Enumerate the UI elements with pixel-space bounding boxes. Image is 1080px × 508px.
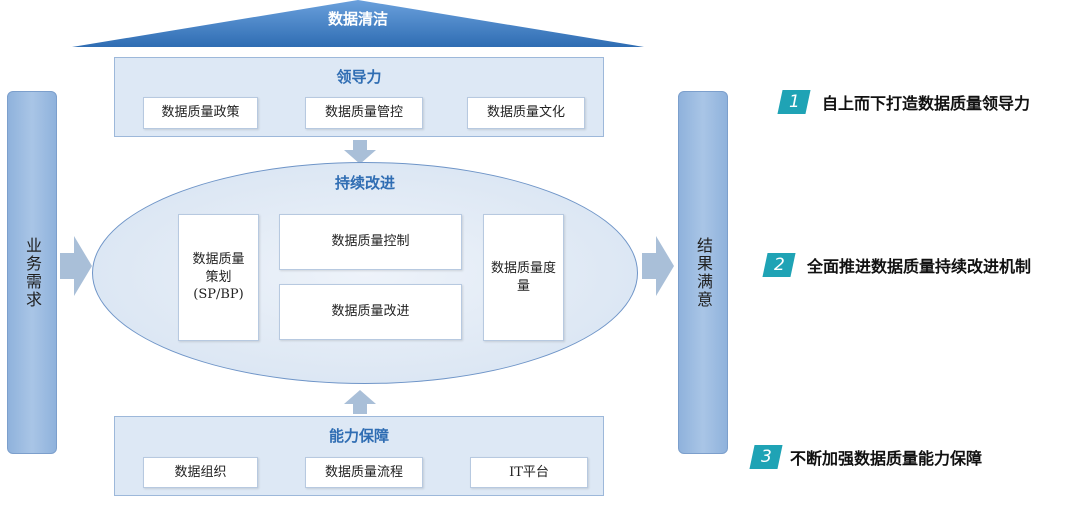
capability-item-it-platform: IT平台 — [470, 457, 588, 488]
goal-text-1: 自上而下打造数据质量领导力 — [822, 94, 1031, 113]
goal-number-1: 1 — [788, 92, 800, 112]
capability-item-process: 数据质量流程 — [305, 457, 423, 488]
arrow-right-icon-left — [60, 236, 92, 296]
capability-title: 能力保障 — [328, 427, 389, 445]
roof-title: 数据清洁 — [327, 10, 388, 28]
capability-item-organization: 数据组织 — [143, 457, 258, 488]
leadership-item-control: 数据质量管控 — [305, 97, 423, 129]
goal-item-2: 2 全面推进数据质量持续改进机制 — [762, 253, 1032, 277]
goal-item-1: 1 自上而下打造数据质量领导力 — [777, 90, 1031, 114]
business-demand-label: 业务需求 — [23, 236, 42, 309]
result-satisfaction-label: 结果满意 — [694, 236, 713, 309]
planning-line-2: 策划 — [205, 269, 232, 285]
planning-box: 数据质量 策划 (SP/BP) — [178, 214, 259, 341]
goal-number-3: 3 — [760, 447, 772, 467]
continuous-improvement-title: 持续改进 — [334, 174, 395, 192]
leadership-title: 领导力 — [336, 68, 382, 86]
goal-badge-3: 3 — [749, 445, 783, 469]
quality-measure-box: 数据质量度 量 — [483, 214, 564, 341]
goal-text-3: 不断加强数据质量能力保障 — [790, 449, 983, 468]
quality-improvement-box: 数据质量改进 — [279, 284, 462, 340]
leadership-item-culture: 数据质量文化 — [467, 97, 585, 129]
result-satisfaction-column: 结果满意 — [678, 91, 728, 454]
roof-triangle — [72, 0, 644, 47]
goal-text-2: 全面推进数据质量持续改进机制 — [807, 257, 1032, 276]
goal-badge-1: 1 — [777, 90, 811, 114]
arrow-right-icon-right — [642, 236, 674, 296]
arrow-down-icon — [344, 140, 376, 164]
planning-line-3: (SP/BP) — [193, 287, 244, 303]
goal-item-3: 3 不断加强数据质量能力保障 — [749, 445, 983, 469]
goal-badge-2: 2 — [762, 253, 796, 277]
measure-line-2: 量 — [516, 278, 530, 294]
business-demand-column: 业务需求 — [7, 91, 57, 454]
planning-line-1: 数据质量 — [192, 252, 245, 268]
arrow-up-icon — [344, 390, 376, 414]
quality-control-box: 数据质量控制 — [279, 214, 462, 270]
measure-line-1: 数据质量度 — [490, 260, 556, 276]
leadership-item-policy: 数据质量政策 — [143, 97, 258, 129]
goal-number-2: 2 — [773, 255, 785, 275]
